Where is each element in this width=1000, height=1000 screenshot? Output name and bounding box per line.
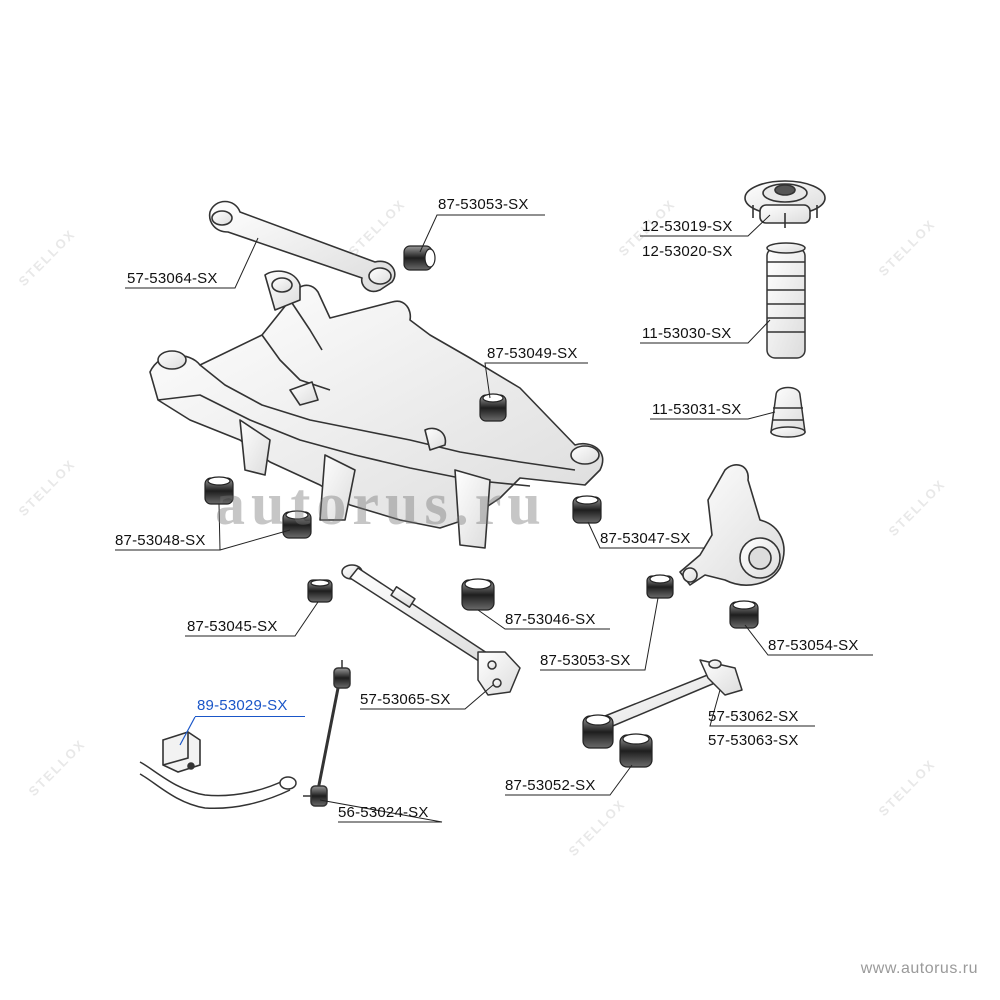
bump-stop xyxy=(770,386,806,438)
part-label: 12-53020-SX xyxy=(642,243,733,260)
part-label: 87-53052-SX xyxy=(505,777,596,794)
part-label: 87-53046-SX xyxy=(505,611,596,628)
stabilizer-link xyxy=(303,660,351,807)
part-label: 57-53062-SX xyxy=(708,708,799,725)
part-label: 57-53065-SX xyxy=(360,691,451,708)
leader-lines xyxy=(115,214,873,823)
stabilizer-bar xyxy=(139,761,297,810)
site-watermark: autorus.ru xyxy=(215,471,547,537)
rear-subframe xyxy=(149,270,604,549)
bushing-87-53049 xyxy=(479,393,507,422)
part-label: 57-53064-SX xyxy=(127,270,218,287)
part-label: 87-53054-SX xyxy=(768,637,859,654)
bushing-87-53052 xyxy=(619,733,653,768)
stabilizer-bushing xyxy=(162,731,201,773)
leader-line-highlight xyxy=(179,716,196,746)
strut-top-mount xyxy=(744,180,826,228)
bushing-87-53046 xyxy=(461,578,495,611)
dust-boot xyxy=(766,242,806,359)
part-label: 56-53024-SX xyxy=(338,804,429,821)
part-label: 87-53053-SX xyxy=(540,652,631,669)
steering-knuckle xyxy=(679,464,785,586)
lateral-link xyxy=(341,564,521,696)
upper-arm xyxy=(208,200,396,293)
highlight-underline xyxy=(195,716,305,717)
part-label: 11-53030-SX xyxy=(642,325,732,342)
part-label: 87-53053-SX xyxy=(438,196,529,213)
part-label: 87-53049-SX xyxy=(487,345,578,362)
part-label: 87-53048-SX xyxy=(115,532,206,549)
bushing-87-53048-b xyxy=(282,510,312,539)
bushing-87-53054 xyxy=(729,600,759,629)
bushing-87-53053-low xyxy=(646,574,674,599)
bushing-lower-arm-outer xyxy=(582,714,614,749)
part-label: 11-53031-SX xyxy=(652,401,742,418)
bushing-87-53047 xyxy=(572,495,602,524)
part-label: 57-53063-SX xyxy=(708,732,799,749)
footer-url: www.autorus.ru xyxy=(860,960,978,977)
bushings xyxy=(204,245,759,768)
part-label: 87-53045-SX xyxy=(187,618,278,635)
part-label-highlighted: 89-53029-SX xyxy=(197,697,288,714)
part-label: 87-53047-SX xyxy=(600,530,691,547)
bushing-87-53045 xyxy=(307,579,333,603)
part-label: 12-53019-SX xyxy=(642,218,733,235)
bushing-87-53053-top xyxy=(403,245,436,271)
